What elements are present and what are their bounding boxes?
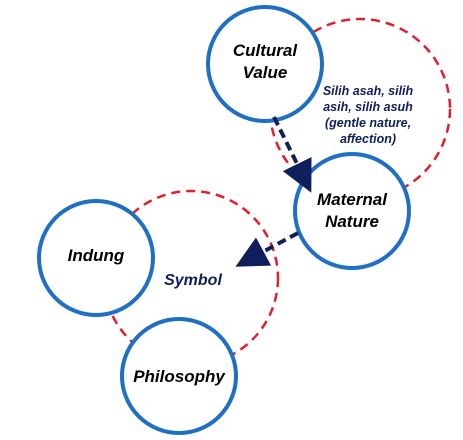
maternal-nature-label-line1: Maternal <box>317 190 388 209</box>
silih-annotation-line1: Silih asah, silih <box>323 84 414 98</box>
maternal-to-symbol-arrow <box>235 231 299 267</box>
philosophy-label: Philosophy <box>133 367 226 386</box>
cultural-value-label-line1: Cultural <box>233 41 299 60</box>
philosophy-node[interactable] <box>120 317 238 435</box>
indung-label: Indung <box>68 246 125 265</box>
cultural-value-node[interactable] <box>206 5 324 123</box>
cultural-value-label-line2: Value <box>243 63 288 82</box>
symbol-label: Symbol <box>164 272 222 289</box>
maternal-nature-label-line2: Nature <box>325 212 379 231</box>
cultural-to-maternal-arrow <box>272 116 312 193</box>
indung-node[interactable] <box>37 199 155 317</box>
maternal-nature-node[interactable] <box>293 152 411 270</box>
silih-annotation-line3: (gentle nature, <box>325 116 411 130</box>
silih-annotation-line4: affection) <box>340 132 396 146</box>
silih-annotation-line2: asih, silih asuh <box>323 100 413 114</box>
